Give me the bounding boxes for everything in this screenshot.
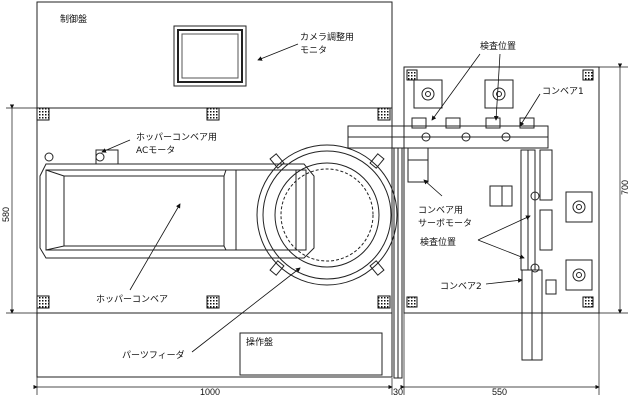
dim-width-right: 550	[492, 387, 507, 397]
parts-feeder-bowl	[256, 144, 398, 286]
conveyor-1-body	[347, 117, 549, 149]
right-base	[403, 66, 600, 314]
hopper-conveyor-body	[39, 149, 315, 259]
operation-panel-box	[239, 332, 383, 376]
camera-monitor	[173, 25, 247, 87]
servo-motor-label-2: サーボモータ	[418, 218, 472, 229]
inspection-position-mid-label: 検査位置	[420, 236, 456, 248]
conveyor-2-label: コンベア2	[440, 282, 482, 292]
operation-panel-label: 操作盤	[246, 336, 273, 348]
leader-lines	[101, 43, 541, 353]
gap-column	[393, 147, 403, 379]
control-panel-label: 制御盤	[60, 13, 87, 25]
dim-width-left: 1000	[200, 387, 220, 397]
dim-gap: 30	[393, 387, 403, 397]
camera-monitor-label-2: モニタ	[300, 45, 327, 56]
conveyor-1-label: コンベア1	[542, 87, 584, 97]
conveyor-2-body	[520, 149, 557, 361]
inspection-position-top-label: 検査位置	[480, 40, 516, 52]
camera-monitor-label-1: カメラ調整用	[300, 31, 354, 43]
hopper-motor-label-1: ホッパーコンベア用	[136, 132, 217, 143]
mounting-blocks	[413, 79, 593, 291]
dim-height-right: 700	[620, 180, 630, 195]
dim-height-left: 580	[1, 207, 11, 222]
dimension-lines	[6, 63, 628, 395]
corner-feet	[36, 69, 594, 309]
parts-feeder-label: パーツフィーダ	[122, 349, 185, 361]
hopper-motor-label-2: ACモータ	[136, 145, 175, 156]
hopper-conveyor-label: ホッパーコンベア	[96, 294, 168, 305]
servo-motor-label-1: コンベア用	[418, 205, 463, 216]
control-panel-frame	[36, 1, 393, 378]
servo-motor	[407, 147, 513, 207]
